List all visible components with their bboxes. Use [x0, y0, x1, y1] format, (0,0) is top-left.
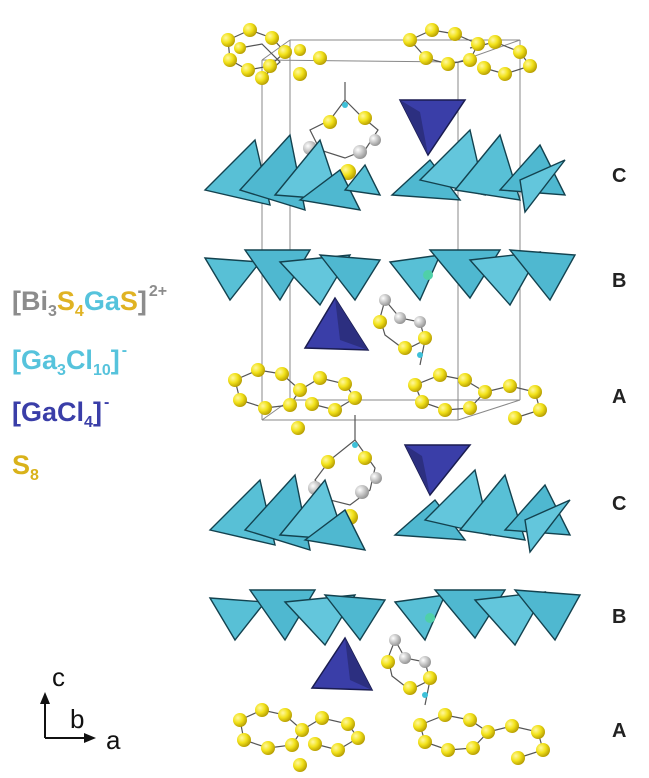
- legend-bi-symbol: Bi: [21, 286, 48, 316]
- legend-gacl4-bracket-close: ]: [92, 397, 102, 427]
- legend-s8-sub: 8: [30, 467, 39, 484]
- axis-label-b: b: [70, 704, 85, 734]
- legend-s8: S8: [12, 452, 39, 484]
- layer-label-a-mid: A: [612, 386, 627, 408]
- bi-cluster-mid: [373, 294, 432, 366]
- layer-label-b-lower: B: [612, 606, 627, 628]
- gacl4-tetrahedron-3: [403, 444, 472, 497]
- axis-label-a: a: [106, 725, 121, 755]
- ga3cl10-layer-c-upper: [203, 128, 567, 214]
- legend-bi-subscript: 3: [48, 303, 57, 320]
- axis-arrows: [40, 692, 96, 743]
- bi-cluster-upper: [303, 82, 381, 180]
- layer-label-a-bottom: A: [612, 720, 627, 742]
- legend-charge-2plus: 2+: [148, 283, 168, 300]
- legend-ga3-cl-sub: 10: [92, 362, 111, 379]
- legend-bi3s4gas-complex: [Bi3S4GaS]2+: [12, 284, 167, 320]
- unit-cell-box: [261, 39, 521, 421]
- legend-ga3-ga-sub: 3: [57, 362, 66, 379]
- layer-label-c-lower: C: [612, 493, 627, 515]
- legend-gacl4-formula: GaCl: [21, 397, 85, 427]
- legend-gacl4-sub: 4: [84, 414, 93, 431]
- legend-ga3cl10: [Ga3Cl10]-: [12, 343, 127, 379]
- gacl4-tetrahedron-4: [310, 636, 374, 691]
- legend-s2-symbol: S: [119, 286, 138, 316]
- gacl4-tetrahedron-1: [398, 99, 467, 157]
- legend-gacl4-charge: -: [103, 394, 110, 411]
- ga-atom-b-upper: [423, 270, 433, 280]
- legend-bracket-open: [: [12, 286, 21, 316]
- gacl4-tetrahedron-2: [303, 296, 370, 351]
- axis-label-c: c: [52, 662, 65, 692]
- s8-rings-layer-a-mid: [228, 363, 547, 435]
- s8-rings-layer-a-bottom: [233, 703, 550, 772]
- legend-gacl4-bracket-open: [: [12, 397, 21, 427]
- legend-ga3-bracket-open: [: [12, 345, 21, 375]
- legend-ga3-ga: Ga: [21, 345, 58, 375]
- legend-s-symbol: S: [56, 286, 75, 316]
- legend-s8-symbol: S: [12, 450, 31, 480]
- layer-label-c-upper: C: [612, 165, 627, 187]
- legend-ga3-charge: -: [121, 342, 128, 359]
- ga-atom-b-lower: [425, 613, 435, 623]
- ga3cl10-layer-b-lower: [208, 589, 582, 647]
- ga3cl10-layer-c-lower: [208, 468, 572, 554]
- legend-ga-symbol: Ga: [83, 286, 120, 316]
- legend-s-subscript: 4: [74, 303, 84, 320]
- legend-ga3-bracket-close: ]: [110, 345, 120, 375]
- legend-bracket-close: ]: [137, 286, 147, 316]
- bi-cluster-bottom: [381, 634, 437, 706]
- legend-gacl4: [GaCl4]-: [12, 395, 109, 431]
- layer-label-b-upper: B: [612, 270, 627, 292]
- legend-ga3-cl: Cl: [65, 345, 93, 375]
- s8-rings-top: [221, 23, 537, 85]
